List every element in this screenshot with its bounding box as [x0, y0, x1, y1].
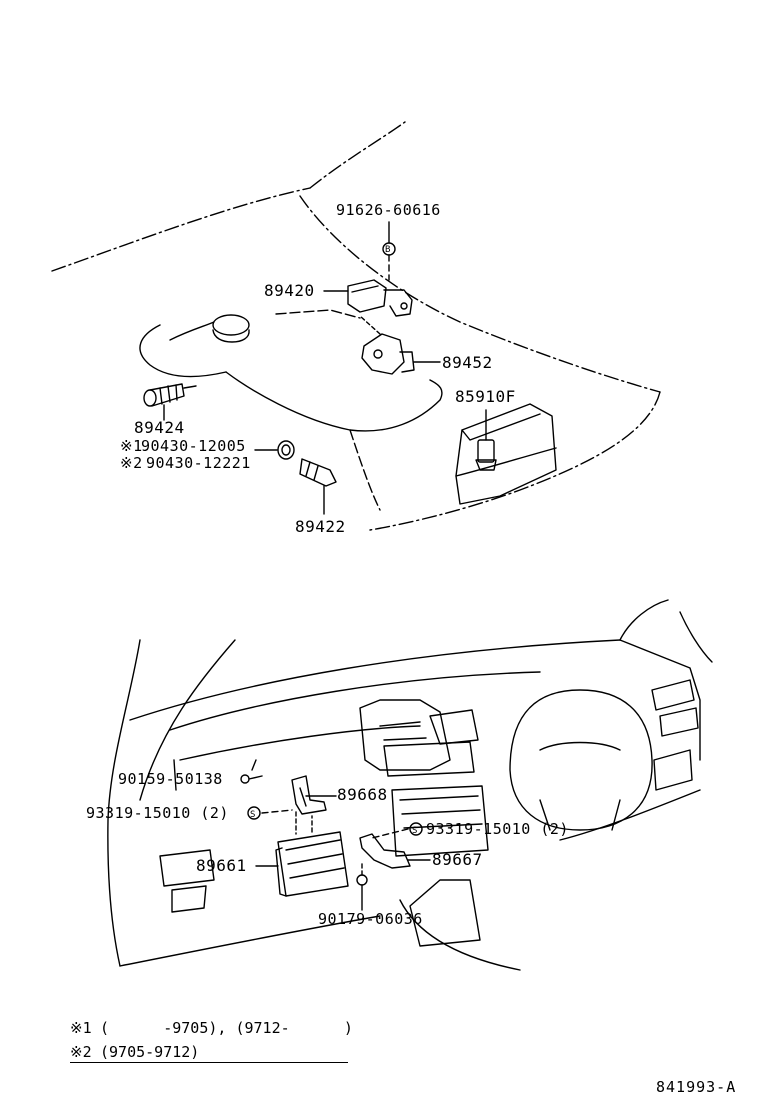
marker-b: B: [385, 245, 391, 255]
marker-s-right: S: [412, 826, 418, 836]
part-85910f-drawing: [455, 403, 557, 505]
s-marker-lines: [247, 806, 423, 839]
marker-s-left: S: [250, 810, 256, 820]
label-part-93319-15010-right: 93319-15010 (2): [426, 820, 569, 838]
label-part-89661: 89661: [196, 856, 247, 875]
part-89667-drawing: [356, 833, 431, 911]
note-mark-1: ※1: [120, 437, 143, 455]
label-part-90179-06036: 90179-06036: [318, 910, 423, 928]
part-89452-drawing: [359, 315, 441, 375]
dashboard-outline: [107, 599, 713, 971]
footnote-2-mark: ※2: [70, 1043, 92, 1061]
label-part-89422: 89422: [295, 517, 346, 536]
part-90159-drawing: [240, 759, 263, 784]
footnote-1-text: ( -9705), (9712- ): [100, 1019, 353, 1037]
part-89422-drawing: [254, 440, 337, 515]
part-89424-drawing: [143, 383, 197, 421]
part-91626-leader: [382, 221, 396, 281]
label-part-89667: 89667: [432, 850, 483, 869]
part-89668-drawing: [291, 775, 337, 835]
note-mark-2: ※2: [120, 454, 143, 472]
label-part-89424: 89424: [134, 418, 185, 437]
label-part-89420: 89420: [264, 281, 315, 300]
label-part-89452: 89452: [442, 353, 493, 372]
air-intake-shape: [139, 309, 443, 511]
label-part-93319-15010-left: 93319-15010 (2): [86, 804, 229, 822]
footnote-2-text: (9705-9712): [100, 1043, 200, 1061]
label-part-90430-12005: 90430-12005: [141, 437, 246, 455]
label-part-90159-50138: 90159-50138: [118, 770, 223, 788]
footnote-underline: [70, 1062, 348, 1063]
part-89661-drawing: [255, 815, 349, 897]
hood-outline: [51, 121, 661, 531]
label-part-85910f: 85910F: [455, 387, 516, 406]
label-part-90430-12221: 90430-12221: [146, 454, 251, 472]
footnote-1-mark: ※1: [70, 1019, 92, 1037]
reference-code: 841993-A: [656, 1078, 737, 1096]
label-part-89668: 89668: [337, 785, 388, 804]
part-89420-drawing: [323, 279, 413, 317]
label-part-91626-60616: 91626-60616: [336, 201, 441, 219]
